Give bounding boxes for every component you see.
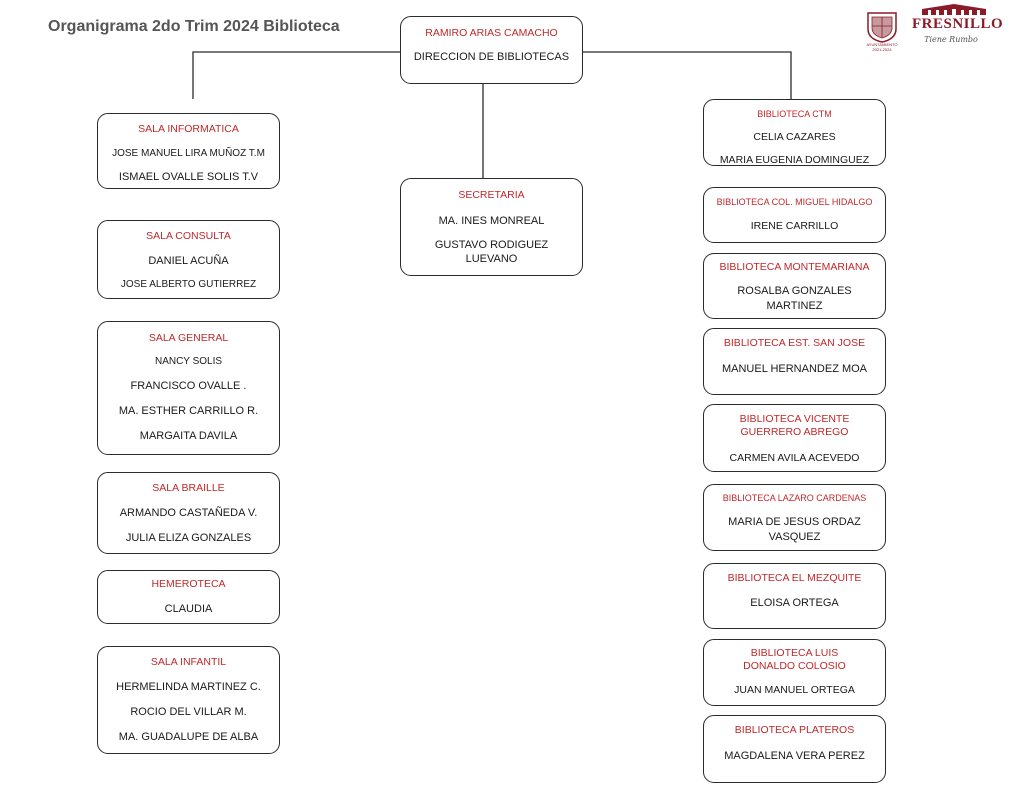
- municipal-seal-icon: [867, 12, 897, 43]
- biblioteca-member: ROSALBA GONZALES MARTINEZ: [737, 285, 852, 312]
- sala-member: JULIA ELIZA GONZALES: [125, 532, 252, 544]
- sala-member: DANIEL ACUÑA: [148, 255, 229, 267]
- sala-member: HERMELINDA MARTINEZ C.: [116, 681, 261, 693]
- connector-to-bibliotecas: [583, 51, 792, 99]
- sala-consulta-box: SALA CONSULTA DANIEL ACUÑA JOSE ALBERTO …: [97, 220, 280, 299]
- biblioteca-colosio-box: BIBLIOTECA LUIS DONALDO COLOSIO JUAN MAN…: [703, 639, 886, 706]
- biblioteca-header: BIBLIOTECA EL MEZQUITE: [727, 572, 862, 584]
- connector-to-salas: [192, 51, 400, 99]
- sala-header: SALA GENERAL: [148, 332, 229, 344]
- sala-member: MA. GUADALUPE DE ALBA: [118, 731, 259, 743]
- director-box: RAMIRO ARIAS CAMACHO DIRECCION DE BIBLIO…: [400, 16, 583, 84]
- page-title: Organigrama 2do Trim 2024 Biblioteca: [48, 18, 340, 35]
- biblioteca-vicente-guerrero-box: BIBLIOTECA VICENTE GUERRERO ABREGO CARME…: [703, 404, 886, 472]
- biblioteca-header: BIBLIOTECA LUIS DONALDO COLOSIO: [743, 647, 846, 672]
- seal-text: AYUNTAMIENTO 2021-2024: [862, 42, 902, 52]
- biblioteca-ctm-box: BIBLIOTECA CTM CELIA CAZARES MARIA EUGEN…: [703, 99, 886, 166]
- sala-header: SALA BRAILLE: [152, 482, 225, 494]
- sala-member: MA. ESTHER CARRILLO R.: [118, 405, 259, 417]
- biblioteca-miguel-hidalgo-box: BIBLIOTECA COL. MIGUEL HIDALGO IRENE CAR…: [703, 187, 886, 243]
- brand-name: FRESNILLO: [912, 16, 1004, 32]
- biblioteca-member: MARIA DE JESUS ORDAZ VASQUEZ: [728, 516, 861, 543]
- biblioteca-member: IRENE CARRILLO: [750, 220, 839, 232]
- sala-member: NANCY SOLIS: [154, 356, 223, 367]
- sala-header: SALA INFANTIL: [150, 656, 227, 668]
- brand-tagline: Tiene Rumbo: [924, 35, 978, 44]
- biblioteca-member: ELOISA ORTEGA: [750, 597, 839, 609]
- biblioteca-lazaro-cardenas-box: BIBLIOTECA LAZARO CARDENAS MARIA DE JESU…: [703, 484, 886, 551]
- biblioteca-san-jose-box: BIBLIOTECA EST. SAN JOSE MANUEL HERNANDE…: [703, 328, 886, 395]
- sala-header: SALA INFORMATICA: [138, 123, 239, 135]
- biblioteca-header: BIBLIOTECA LAZARO CARDENAS: [722, 493, 867, 503]
- director-name: DIRECCION DE BIBLIOTECAS: [413, 51, 570, 63]
- biblioteca-member: CELIA CAZARES: [753, 131, 836, 143]
- sala-member: CLAUDIA: [164, 603, 213, 615]
- sala-header: HEMEROTECA: [151, 578, 226, 590]
- biblioteca-header: BIBLIOTECA VICENTE GUERRERO ABREGO: [739, 413, 850, 438]
- sala-member: MARGAITA DAVILA: [139, 430, 238, 442]
- sala-member: JOSE ALBERTO GUTIERREZ: [120, 279, 257, 290]
- sala-member: ROCIO DEL VILLAR M.: [130, 706, 247, 718]
- biblioteca-member: CARMEN AVILA ACEVEDO: [729, 452, 860, 464]
- seal-line-2: 2021-2024: [872, 47, 892, 52]
- biblioteca-header: BIBLIOTECA COL. MIGUEL HIDALGO: [716, 197, 873, 207]
- building-logo-icon: [922, 4, 986, 15]
- director-header: RAMIRO ARIAS CAMACHO: [425, 27, 558, 39]
- sala-member: ARMANDO CASTAÑEDA V.: [119, 507, 258, 519]
- biblioteca-header: BIBLIOTECA CTM: [757, 109, 832, 119]
- biblioteca-header: BIBLIOTECA MONTEMARIANA: [719, 261, 870, 273]
- sala-infantil-box: SALA INFANTIL HERMELINDA MARTINEZ C. ROC…: [97, 646, 280, 754]
- hemeroteca-box: HEMEROTECA CLAUDIA: [97, 570, 280, 624]
- secretaria-name: MA. INES MONREAL: [438, 215, 545, 227]
- sala-general-box: SALA GENERAL NANCY SOLIS FRANCISCO OVALL…: [97, 321, 280, 455]
- secretaria-box: SECRETARIA MA. INES MONREAL GUSTAVO RODI…: [400, 178, 583, 276]
- sala-header: SALA CONSULTA: [146, 230, 231, 242]
- biblioteca-header: BIBLIOTECA PLATEROS: [734, 724, 855, 736]
- sala-member: ISMAEL OVALLE SOLIS T.V: [118, 171, 259, 183]
- biblioteca-member: MAGDALENA VERA PEREZ: [724, 750, 865, 762]
- biblioteca-header: BIBLIOTECA EST. SAN JOSE: [723, 337, 866, 349]
- seal-line-1: AYUNTAMIENTO: [866, 42, 898, 47]
- sala-member: FRANCISCO OVALLE .: [130, 380, 247, 392]
- sala-informatica-box: SALA INFORMATICA JOSE MANUEL LIRA MUÑOZ …: [97, 113, 280, 189]
- biblioteca-plateros-box: BIBLIOTECA PLATEROS MAGDALENA VERA PEREZ: [703, 715, 886, 783]
- sala-member: JOSE MANUEL LIRA MUÑOZ T.M: [112, 148, 265, 159]
- biblioteca-member: MARIA EUGENIA DOMINGUEZ: [719, 154, 870, 166]
- biblioteca-montemariana-box: BIBLIOTECA MONTEMARIANA ROSALBA GONZALES…: [703, 253, 886, 319]
- secretaria-name: GUSTAVO RODIGUEZ LUEVANO: [434, 239, 549, 265]
- biblioteca-member: MANUEL HERNANDEZ MOA: [721, 363, 868, 375]
- biblioteca-el-mezquite-box: BIBLIOTECA EL MEZQUITE ELOISA ORTEGA: [703, 563, 886, 629]
- sala-braille-box: SALA BRAILLE ARMANDO CASTAÑEDA V. JULIA …: [97, 472, 280, 554]
- biblioteca-member: JUAN MANUEL ORTEGA: [734, 684, 855, 696]
- secretaria-header: SECRETARIA: [458, 189, 525, 201]
